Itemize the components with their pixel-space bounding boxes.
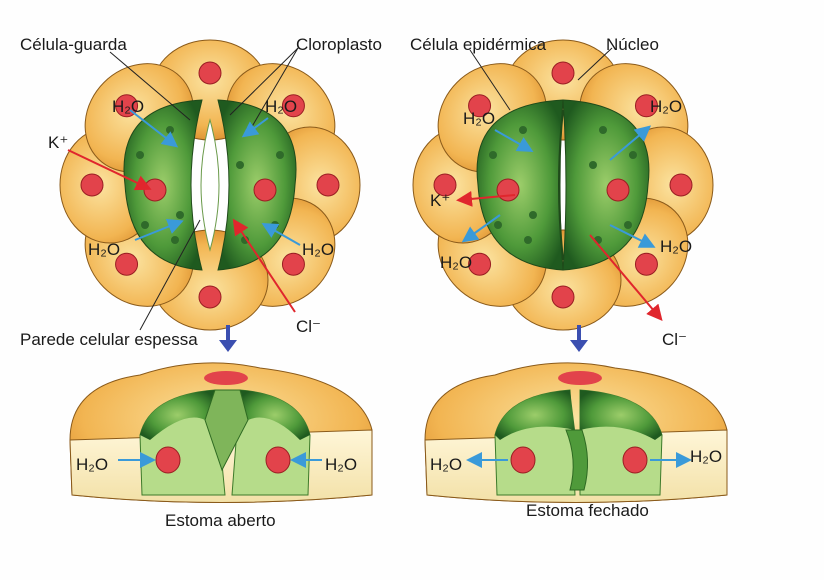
label-closed-stoma: Estoma fechado: [526, 501, 649, 520]
label-water: H₂O: [325, 455, 357, 474]
guard-nucleus: [143, 178, 167, 202]
nucleus: [115, 252, 139, 276]
chloroplast: [176, 211, 184, 219]
label-water: H₂O: [440, 253, 472, 272]
label-cl-minus: Cl⁻: [662, 330, 687, 349]
chloroplast: [489, 151, 497, 159]
chloroplast: [529, 211, 537, 219]
chloroplast: [166, 126, 174, 134]
chloroplast: [629, 151, 637, 159]
guard-nucleus: [253, 178, 277, 202]
nucleus: [551, 61, 575, 85]
nucleus: [634, 94, 658, 118]
closed-stoma-arrows: [456, 125, 663, 322]
down-arrow-icon: [219, 325, 237, 352]
chloroplast: [524, 236, 532, 244]
chloroplast: [141, 221, 149, 229]
chloroplast: [519, 126, 527, 134]
label-cl-minus: Cl⁻: [296, 317, 321, 336]
label-open-stoma: Estoma aberto: [165, 511, 276, 530]
chloroplast: [171, 236, 179, 244]
nucleus: [316, 173, 340, 197]
chloroplast: [241, 236, 249, 244]
nucleus: [551, 285, 575, 309]
guard-nucleus: [606, 178, 630, 202]
chloroplast: [624, 221, 632, 229]
label-water: H₂O: [690, 447, 722, 466]
closed-pore: [558, 109, 564, 261]
label-water: H₂O: [660, 237, 692, 256]
closed-stoma-section: [424, 362, 728, 503]
label-water: H₂O: [112, 97, 144, 116]
label-water: H₂O: [88, 240, 120, 259]
label-water: H₂O: [76, 455, 108, 474]
open-stoma-top-view: [59, 39, 361, 331]
nucleus: [669, 173, 693, 197]
label-water: H₂O: [430, 455, 462, 474]
closed-stoma-top-view: [412, 39, 714, 331]
chloroplast: [599, 126, 607, 134]
down-arrow-icon: [570, 325, 588, 352]
label-water: H₂O: [265, 97, 297, 116]
nucleus: [468, 252, 492, 276]
nucleus: [634, 252, 658, 276]
label-k-plus: K⁺: [48, 133, 68, 152]
stomatal-pore: [200, 118, 220, 252]
chloroplast: [136, 151, 144, 159]
nucleus: [281, 252, 305, 276]
nucleus: [468, 94, 492, 118]
open-stoma-arrows: [67, 109, 301, 313]
pointer-lines: [109, 47, 613, 331]
chloroplast: [276, 151, 284, 159]
label-epidermal-cell: Célula epidérmica: [410, 35, 547, 54]
nucleus: [80, 173, 104, 197]
guard-nucleus: [496, 178, 520, 202]
chloroplast: [589, 161, 597, 169]
label-water: H₂O: [463, 109, 495, 128]
label-k-plus: K⁺: [430, 191, 450, 210]
label-chloroplast: Cloroplasto: [296, 35, 382, 54]
open-stoma-section: [69, 362, 373, 503]
label-guard-cell: Célula-guarda: [20, 35, 127, 54]
chloroplast: [271, 221, 279, 229]
label-thick-wall: Parede celular espessa: [20, 330, 198, 349]
nucleus: [433, 173, 457, 197]
label-water: H₂O: [650, 97, 682, 116]
nucleus: [198, 61, 222, 85]
label-water: H₂O: [302, 240, 334, 259]
chloroplast: [494, 221, 502, 229]
label-nucleus: Núcleo: [606, 35, 659, 54]
nucleus: [198, 285, 222, 309]
chloroplast: [236, 161, 244, 169]
nucleus: [281, 94, 305, 118]
